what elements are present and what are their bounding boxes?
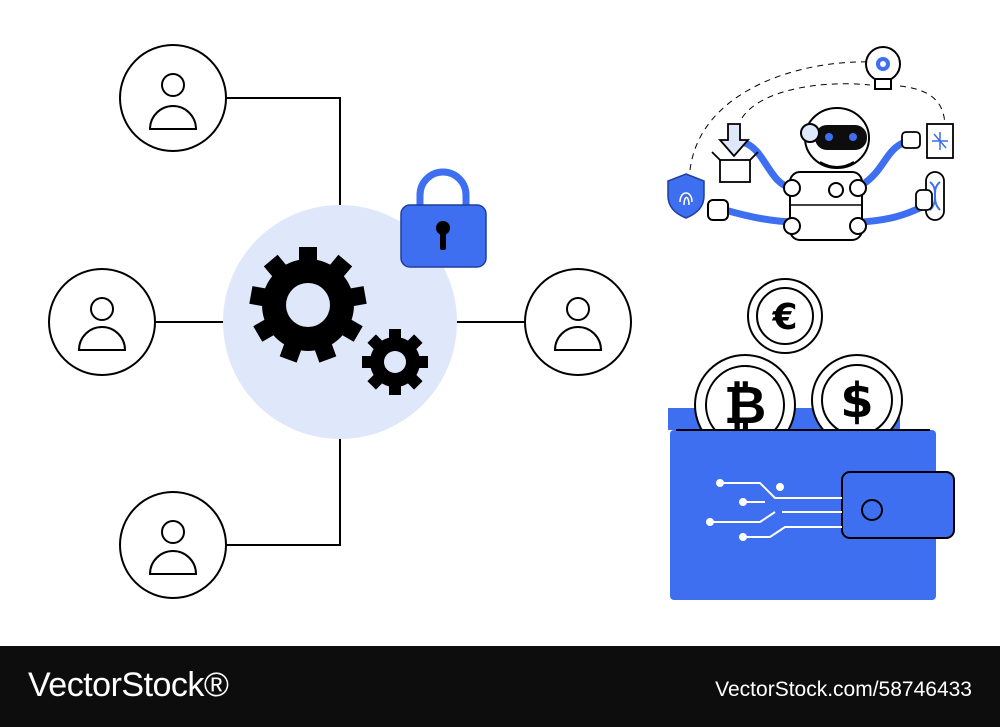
brand-logo[interactable]: VectorStock® [28, 666, 229, 704]
dna-test-tube-icon [915, 171, 945, 221]
padlock-icon [400, 168, 487, 268]
illustration-canvas: € ₿ $ [48, 44, 955, 600]
user-icon [77, 297, 127, 351]
user-node-left [48, 268, 156, 376]
dashed-arcs [689, 61, 946, 171]
user-node-right [524, 268, 632, 376]
hand-left-icon [707, 199, 729, 221]
user-node-top [119, 44, 227, 152]
user-node-bottom [119, 491, 227, 599]
connector-lines [155, 97, 526, 546]
laser-device-icon [901, 123, 954, 159]
user-icon [148, 73, 198, 130]
lightbulb-gear-icon [865, 46, 901, 90]
circuit-icon [706, 479, 842, 541]
user-icon [553, 297, 603, 351]
dollar-coin-symbol: $ [840, 373, 873, 429]
image-reference: VectorStock.com/58746433 [715, 678, 972, 701]
robot-scene [667, 46, 954, 241]
robot-icon [783, 107, 870, 241]
footer-bar: VectorStock® VectorStock.com/58746433 [0, 646, 1000, 727]
crypto-wallet-scene: € ₿ $ [668, 278, 955, 600]
wallet-icon [670, 429, 955, 600]
user-icon [148, 520, 198, 575]
bitcoin-coin-symbol: ₿ [724, 376, 766, 436]
euro-coin-symbol: € [771, 297, 797, 338]
euro-coin: € [747, 278, 823, 354]
gears-icon [249, 247, 428, 395]
fingerprint-shield-icon [667, 173, 705, 219]
download-box-icon [711, 123, 759, 183]
